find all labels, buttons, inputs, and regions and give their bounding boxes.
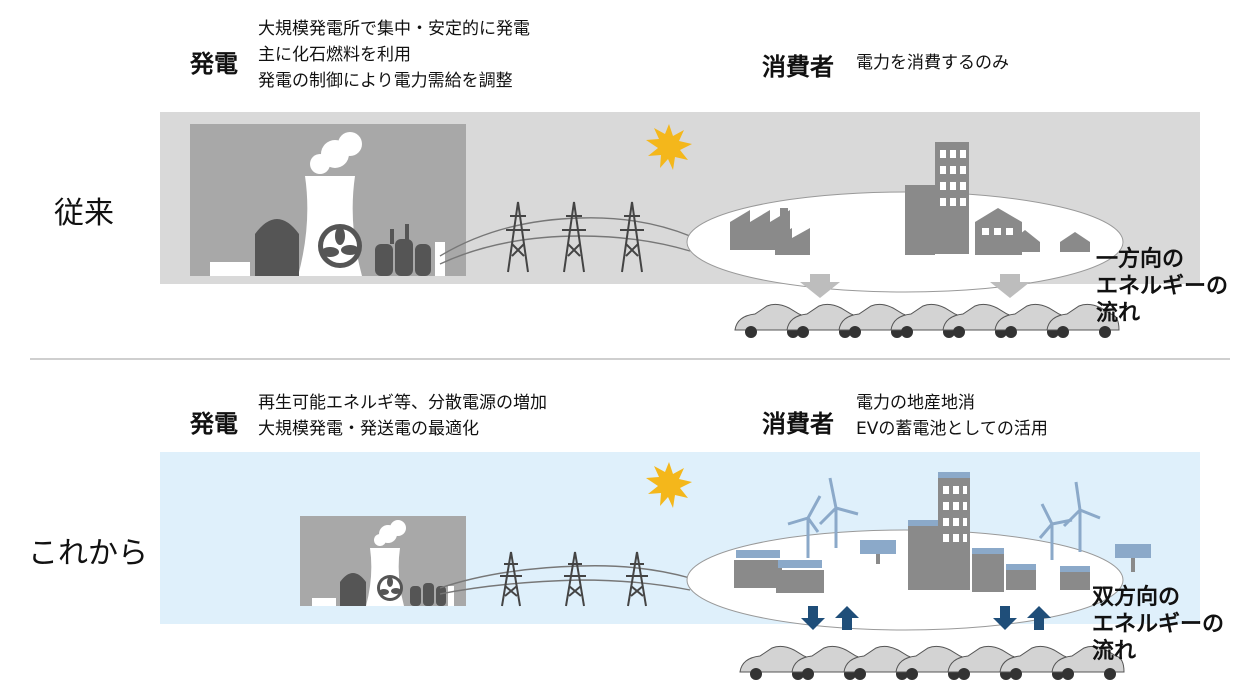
future-generation-line-2: 大規模発電・発送電の最適化 [258,419,479,439]
up-arrow-icon [835,606,859,630]
traditional-generation-desc: 大規模発電所で集中・安定的に発電 主に化石燃料を利用 発電の制御により電力需給を… [258,16,530,94]
traditional-generation-line-3: 発電の制御により電力需給を調整 [258,71,513,91]
future-flow-line-3: 流れ [1092,639,1137,664]
traditional-transmission-lines [439,201,691,273]
factory-icon [776,560,824,593]
up-arrow-icon [1027,606,1051,630]
future-consumer-label: 消費者 [762,410,834,438]
future-power-plant-illustration [300,516,466,606]
traditional-generation-line-2: 主に化石燃料を利用 [258,45,411,65]
future-ev-row [739,645,1125,680]
solar-panel-icon [860,540,896,564]
tank-cluster-icon [410,583,446,606]
wind-turbine-icon [1062,481,1101,552]
traditional-power-plant-illustration [190,124,466,276]
down-arrow-icon [800,274,840,298]
down-arrow-icon [801,606,825,630]
future-generation-desc: 再生可能エネルギ等、分散電源の増加 大規模発電・発送電の最適化 [258,390,547,442]
future-generation-line-1: 再生可能エネルギ等、分散電源の増加 [258,393,547,413]
office-building-icon [905,142,969,255]
house-icon [1006,564,1036,590]
future-transmission-lines [439,551,691,607]
apartment-icon [972,548,1004,592]
future-generation-label: 発電 [190,410,238,438]
pylon-icon [562,201,586,273]
future-flow-line-1: 双方向の [1092,585,1181,610]
ev-car-icon [1046,303,1120,338]
traditional-flow-label: 一方向の エネルギーの 流れ [1096,246,1228,327]
future-consumer-line-1: 電力の地産地消 [856,393,975,413]
traditional-consumer-area [686,142,1124,298]
wind-turbine-icon [787,495,822,558]
traditional-generation-line-1: 大規模発電所で集中・安定的に発電 [258,19,530,39]
pylon-icon [626,551,648,607]
traditional-flow-line-3: 流れ [1096,301,1141,326]
sun-icon [646,124,692,170]
pylon-icon [620,201,644,273]
tank-cluster-icon [375,224,431,276]
wind-turbine-icon [818,477,859,548]
future-flow-label: 双方向の エネルギーの 流れ [1092,584,1224,665]
future-consumer-area [686,472,1151,631]
future-consumer-line-2: EVの蓄電池としての活用 [856,419,1048,439]
sun-icon [646,462,692,508]
pylon-icon [564,551,586,607]
smoke-icon [310,132,362,174]
traditional-ev-row [734,303,1120,338]
traditional-era-label: 従来 [54,196,114,231]
section-divider [30,358,1230,360]
pylon-icon [500,551,522,607]
traditional-consumer-desc: 電力を消費するのみ [856,53,1009,73]
house-icon [1060,566,1090,590]
solar-panel-icon [1115,544,1151,572]
future-consumer-desc: 電力の地産地消 EVの蓄電池としての活用 [856,390,1048,442]
house-icon [1010,230,1040,252]
pylon-icon [506,201,530,273]
reactor-dome-icon [340,573,366,606]
office-building-icon [908,472,970,590]
down-arrow-icon [990,274,1030,298]
reactor-dome-icon [255,219,299,276]
down-arrow-icon [993,606,1017,630]
future-flow-line-2: エネルギーの [1092,612,1225,637]
smoke-icon [374,520,406,546]
factory-icon [775,228,810,255]
traditional-generation-label: 発電 [190,50,238,78]
ev-car-icon [1051,645,1125,680]
future-era-label: これから [28,536,148,571]
wind-turbine-icon [1038,503,1073,560]
factory-icon [734,550,782,588]
traditional-flow-line-1: 一方向の [1096,247,1185,272]
traditional-flow-line-2: エネルギーの [1096,274,1229,299]
house-icon [1060,232,1090,252]
traditional-consumer-label: 消費者 [762,53,834,81]
